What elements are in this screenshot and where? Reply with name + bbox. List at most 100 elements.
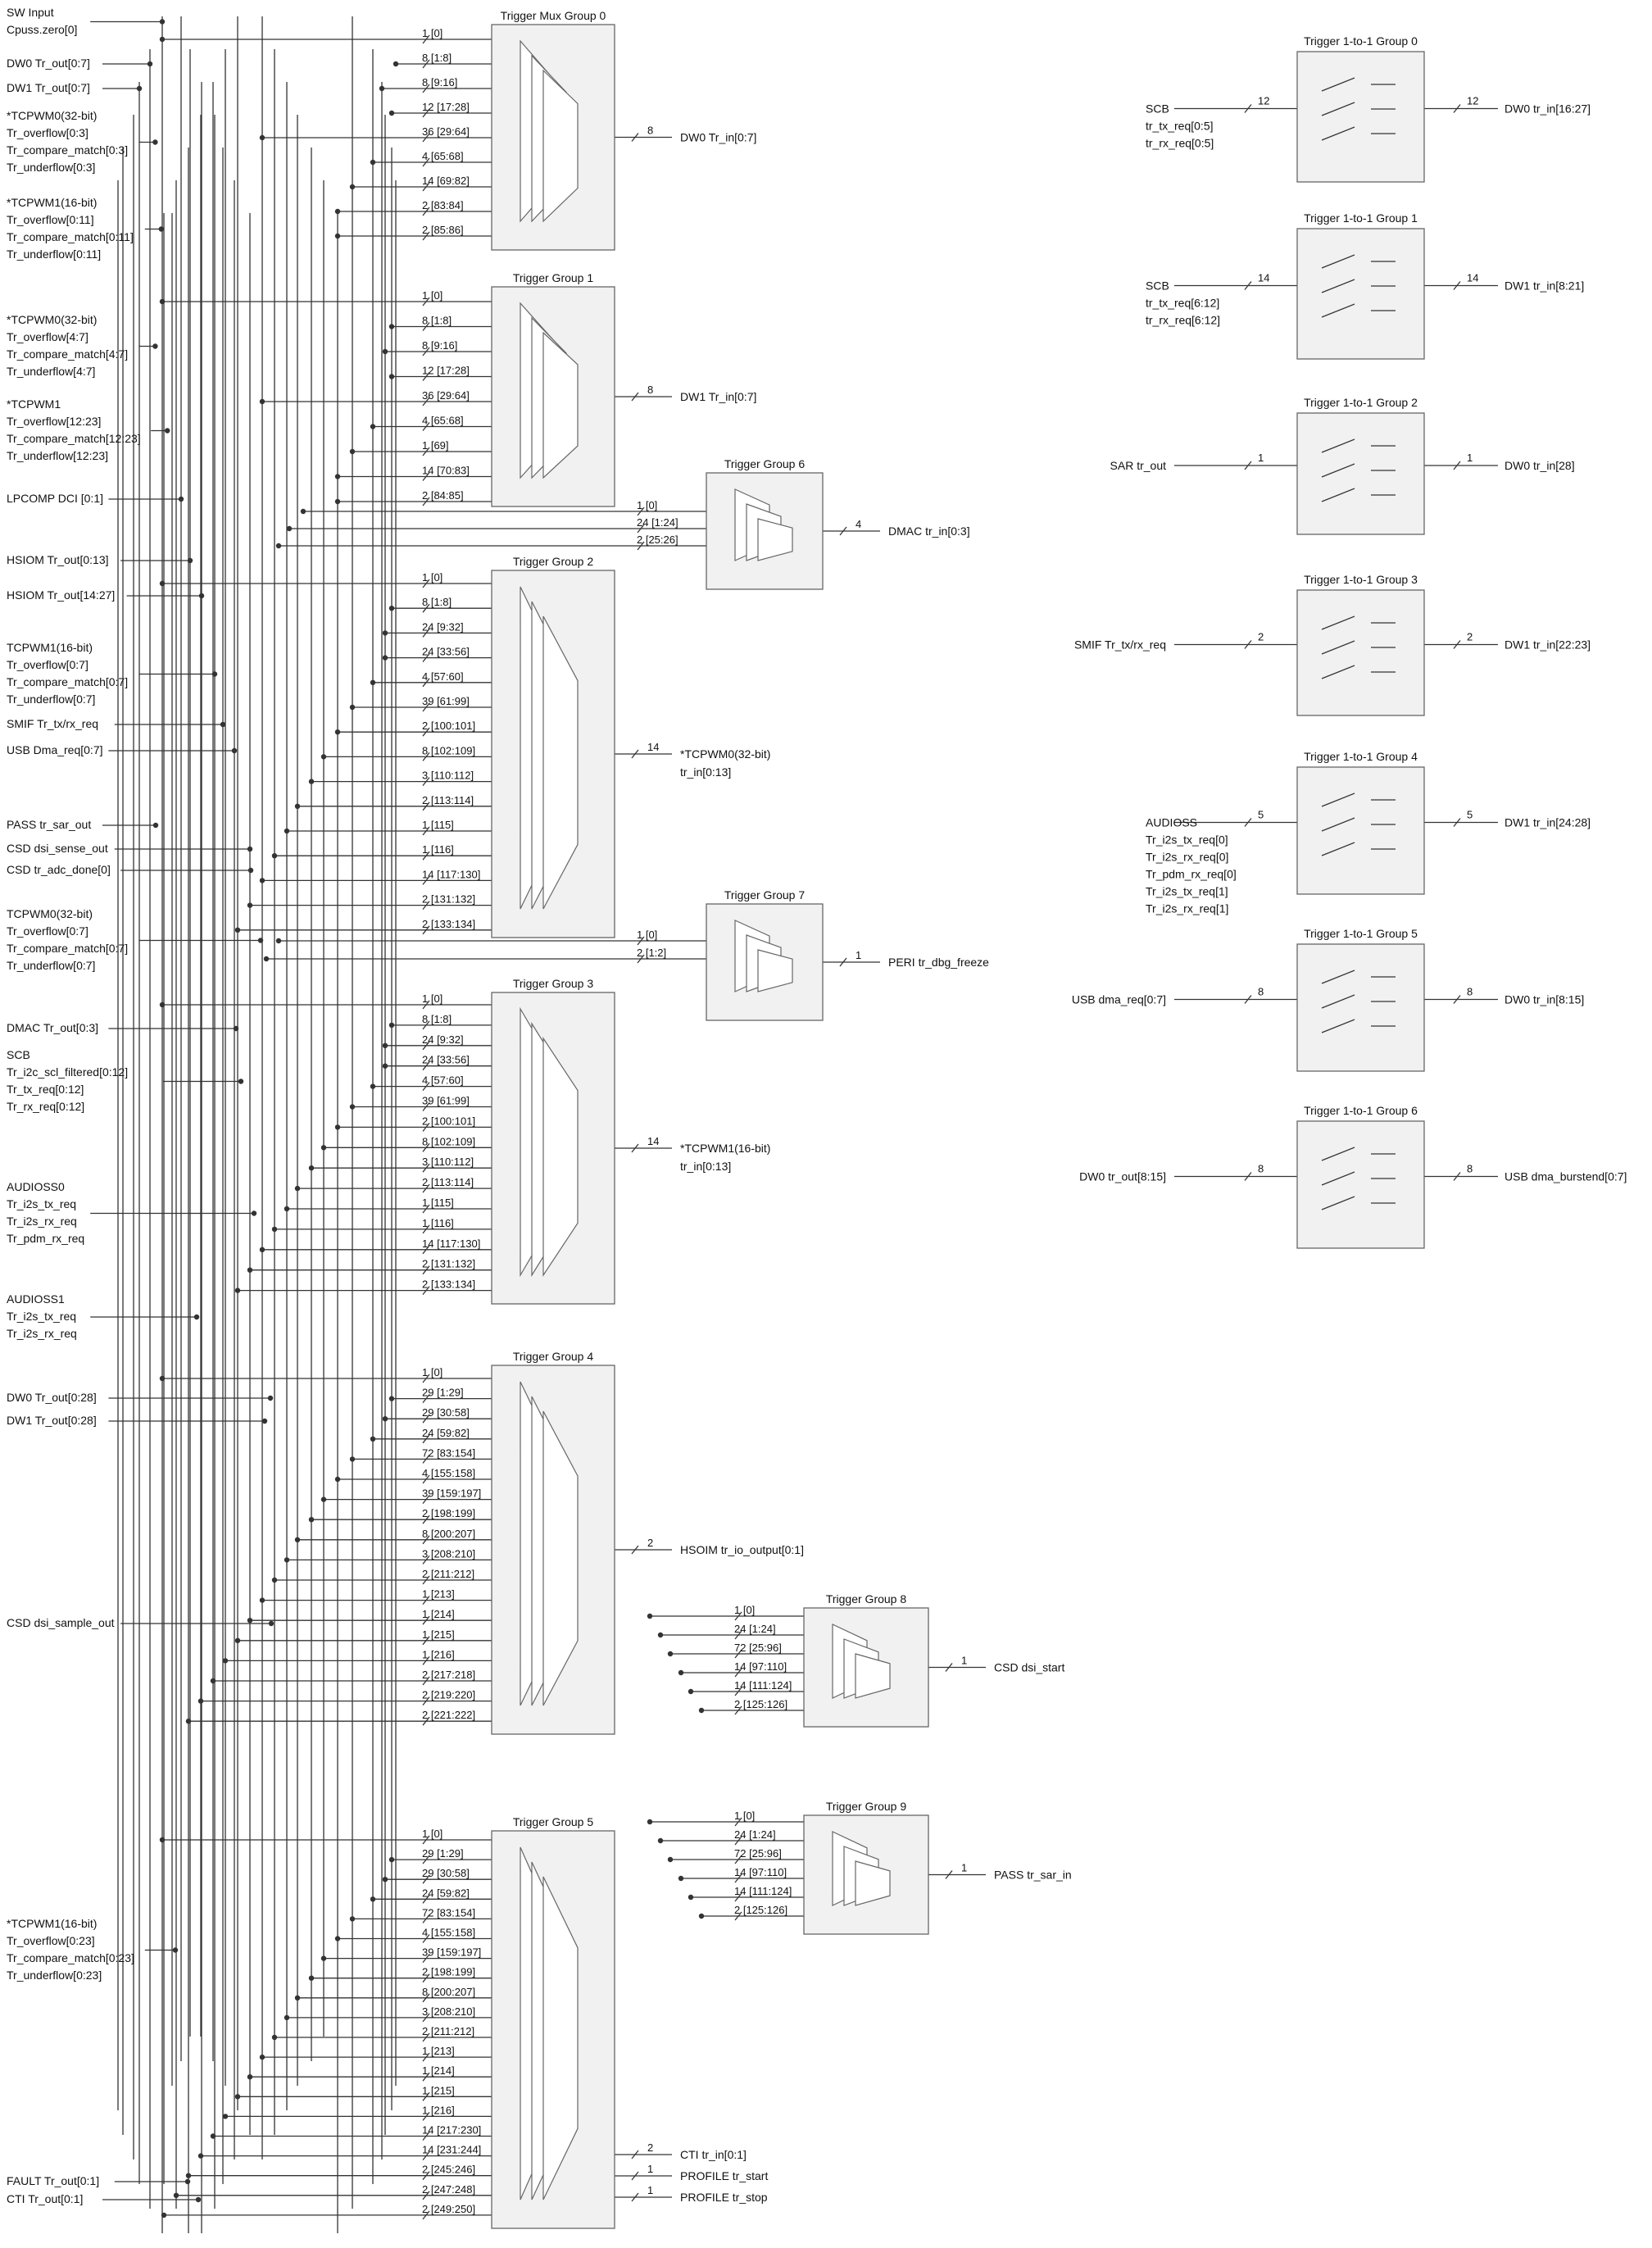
output-label: HSOIM tr_io_output[0:1] <box>680 1543 804 1556</box>
bus-width-slash <box>631 1143 639 1153</box>
bus-width-slash <box>422 802 430 811</box>
one-to-one-input-label: SCB <box>1146 102 1169 116</box>
output-label: PROFILE tr_start <box>680 2169 768 2182</box>
junction-dot <box>238 1079 244 1084</box>
port-label: 24 [1:24] <box>637 516 678 529</box>
one-to-one-input-label: tr_rx_req[6:12] <box>1146 314 1220 327</box>
port-label: 1 [0] <box>637 929 657 941</box>
switch-symbol <box>1321 665 1355 679</box>
bus-width-slash <box>734 1649 742 1659</box>
one-to-one-input-label: Tr_i2s_rx_req[1] <box>1146 902 1228 915</box>
input-label-line: *TCPWM1 <box>7 397 61 411</box>
switch-symbol <box>1321 102 1355 116</box>
port-label: 24 [33:56] <box>422 1054 470 1066</box>
bus-width-slash <box>422 1835 430 1845</box>
switch-symbol <box>1321 817 1355 832</box>
port-label: 1 [216] <box>422 1648 455 1660</box>
junction-dot <box>284 828 290 834</box>
junction-dot <box>370 159 376 166</box>
switch-symbol <box>1321 1196 1355 1210</box>
input-label-line: Tr_compare_match[0:7] <box>7 942 128 955</box>
junction-dot <box>667 1651 674 1657</box>
input-label-line: Tr_overflow[4:7] <box>7 330 88 343</box>
junction-dot <box>159 36 166 43</box>
group-title: Trigger 1-to-1 Group 3 <box>1304 573 1418 586</box>
input-label-line: Tr_overflow[0:7] <box>7 658 88 671</box>
bus-width-slash <box>1244 104 1252 113</box>
input-label-line: Tr_compare_match[0:23] <box>7 1951 134 1964</box>
junction-dot <box>657 1632 664 1638</box>
input-label-line: Tr_rx_req[0:12] <box>7 1100 84 1113</box>
junction-dot <box>210 2133 216 2139</box>
group-title: Trigger Group 7 <box>724 888 806 901</box>
junction-dot <box>388 1396 395 1401</box>
port-label: 8 [1:8] <box>422 52 452 64</box>
group-title: Trigger 1-to-1 Group 2 <box>1304 396 1418 409</box>
bus-width-slash <box>1244 818 1252 827</box>
group-box <box>1296 1120 1425 1249</box>
port-label: 72 [25:96] <box>734 1847 782 1860</box>
bus-width-slash <box>422 59 430 69</box>
group-title: Trigger Group 8 <box>826 1592 907 1605</box>
bus-width-slash <box>422 207 430 216</box>
junction-dot <box>187 557 193 564</box>
junction-dot <box>152 822 159 829</box>
one-to-one-output-label: DW0 tr_in[28] <box>1504 459 1575 472</box>
port-label: 8 [9:16] <box>422 76 457 89</box>
bus-width-slash <box>422 2052 430 2062</box>
bus-width-slash <box>422 1696 430 1706</box>
port-label: 24 [59:82] <box>422 1887 470 1899</box>
input-label-line: Tr_compare_match[4:7] <box>7 347 128 361</box>
junction-dot <box>308 779 315 784</box>
input-label-line: Tr_compare_match[0:11] <box>7 230 134 243</box>
input-label-line: TCPWM0(32-bit) <box>7 907 93 920</box>
bus-width-slash <box>422 231 430 241</box>
bus-width-slash <box>422 1454 430 1464</box>
port-label: 2 [198:199] <box>422 1507 475 1519</box>
bus-width-slash <box>422 901 430 911</box>
port-label: 2 [113:114] <box>422 1176 474 1188</box>
bus-width-slash <box>945 1663 953 1672</box>
switch-symbol <box>1321 640 1355 655</box>
bus-width-slash <box>422 925 430 935</box>
switch-symbol <box>1321 77 1355 92</box>
port-label: 1 [0] <box>422 1828 442 1840</box>
bus-width-slash <box>637 954 645 964</box>
junction-dot <box>259 398 266 405</box>
one-to-one-output-label: DW0 tr_in[8:15] <box>1504 993 1584 1006</box>
bus-width-slash <box>422 2032 430 2042</box>
mux-symbol <box>542 1410 579 1706</box>
junction-dot <box>334 208 341 215</box>
bus-width-slash <box>422 1041 430 1051</box>
junction-dot <box>294 803 301 809</box>
junction-dot <box>198 593 205 599</box>
trigger-mux-group: Trigger Mux Group 01 [0]8 [1:8]8 [9:16]1… <box>422 9 756 251</box>
group-title: Trigger 1-to-1 Group 6 <box>1304 1104 1418 1117</box>
bus-width-slash <box>422 727 430 737</box>
port-label: 39 [159:197] <box>422 1946 481 1959</box>
bus-width-slash <box>422 1122 430 1132</box>
group-title: Trigger Group 4 <box>513 1350 594 1363</box>
group-title: Trigger Group 1 <box>513 271 594 284</box>
junction-dot <box>247 2074 253 2080</box>
bus-width-slash <box>637 506 645 516</box>
input-label-line: *TCPWM0(32-bit) <box>7 313 97 326</box>
bus-width-slash <box>422 1245 430 1255</box>
junction-dot <box>382 1063 388 1069</box>
junction-dot <box>271 2034 278 2041</box>
bus-width-slash <box>631 2150 639 2159</box>
output-width-label: 8 <box>647 125 653 137</box>
port-label: 1 [215] <box>422 1628 455 1641</box>
junction-dot <box>161 2212 167 2218</box>
bus-width-slash <box>734 1668 742 1678</box>
input-label-line: Tr_i2s_rx_req <box>7 1215 77 1228</box>
junction-dot <box>220 721 226 728</box>
wiring-layer <box>90 16 1498 2233</box>
input-label-line: CTI Tr_out[0:1] <box>7 2192 83 2205</box>
junction-dot <box>234 1637 241 1644</box>
bus-width-slash <box>839 957 847 967</box>
junction-dot <box>268 1620 275 1627</box>
switch-symbol <box>1321 994 1355 1009</box>
switch-symbol <box>1321 1147 1355 1161</box>
input-label-line: *TCPWM0(32-bit) <box>7 109 97 122</box>
